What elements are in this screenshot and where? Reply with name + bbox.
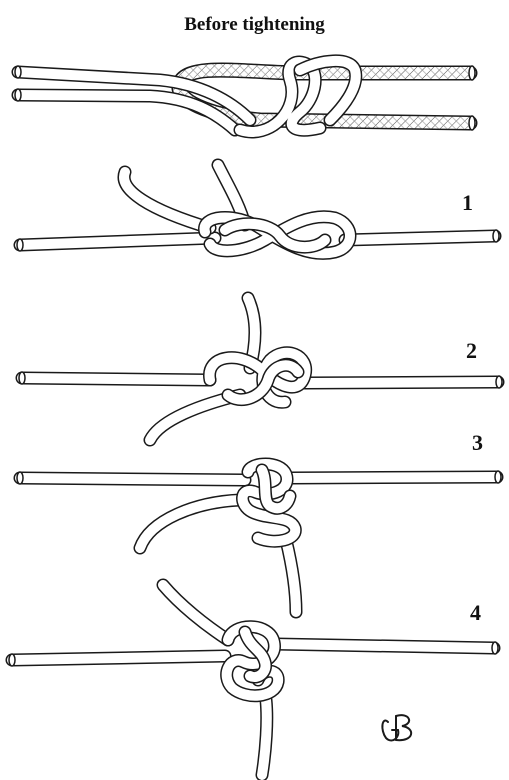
step-label-2: 2 — [466, 338, 477, 364]
figure-before-tightening — [15, 61, 475, 132]
step-label-3: 3 — [472, 430, 483, 456]
figure-step-3 — [17, 464, 501, 612]
step-label-4: 4 — [470, 600, 481, 626]
figure-step-2 — [19, 298, 502, 440]
signature-monogram — [382, 715, 411, 740]
step-label-1: 1 — [462, 190, 473, 216]
figure-step-4 — [9, 585, 498, 775]
figure-step-1 — [17, 165, 499, 253]
